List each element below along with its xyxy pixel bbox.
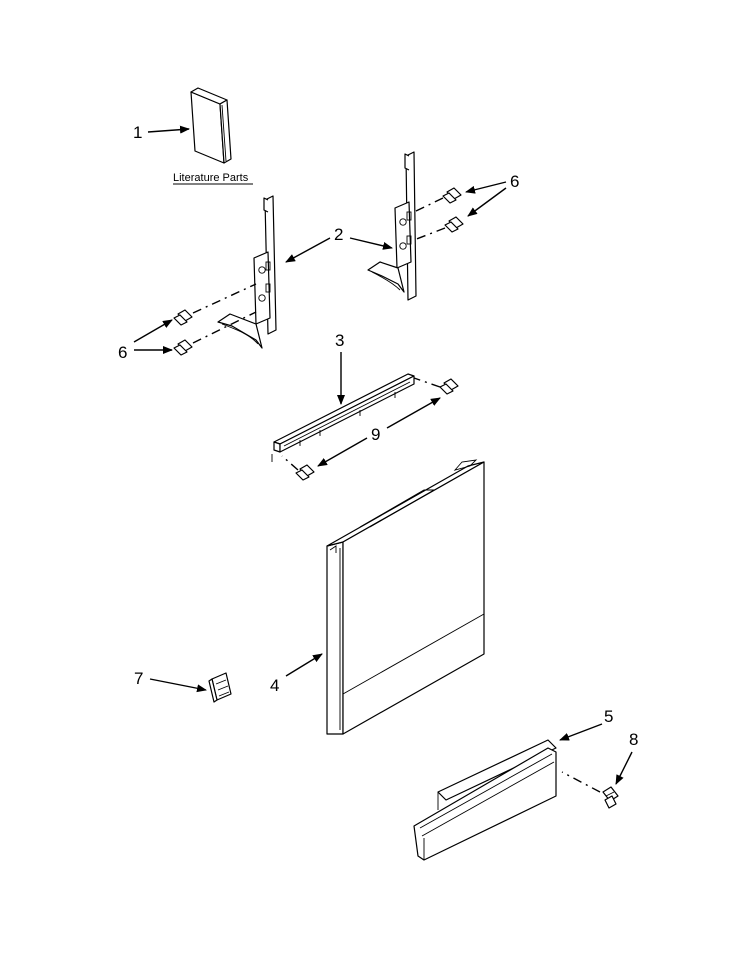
screw-path-toe-panel [561,771,601,793]
screw-path-right-upper [413,197,444,213]
leader-1 [147,125,190,134]
rail-screw-left [295,464,315,481]
screw-path-right-lower [413,227,446,241]
callout-7: 7 [134,669,143,688]
door-clip [208,672,232,703]
toe-panel-screw [602,786,619,809]
leader-7 [149,678,207,693]
toe-panel [413,739,557,861]
callout-5: 5 [604,707,613,726]
leader-2-right [349,237,393,250]
callout-9: 9 [371,425,380,444]
hinge-screw-left-lower [173,339,193,356]
leader-6-right-upper [465,181,507,194]
literature-booklet [190,87,232,164]
callout-6-right: 6 [510,172,519,191]
hinge-screw-right-lower [444,216,464,233]
callout-1: 1 [133,123,142,142]
screw-path-left-upper [192,283,257,314]
hinge-screw-left-upper [173,309,193,326]
hinge-bracket-right [367,151,417,301]
hinge-screw-right-upper [442,187,462,204]
callout-3: 3 [335,331,344,350]
leader-9-right [386,397,441,429]
rail-screw-path-right [413,377,441,388]
leader-4 [285,653,323,677]
callout-8: 8 [629,730,638,749]
hinge-bracket-left [217,195,277,349]
door-panel [326,459,485,735]
literature-caption: Literature Parts [173,172,249,184]
callout-2: 2 [334,225,343,244]
callout-4: 4 [270,676,279,695]
rail-screw-path-left [281,455,299,471]
screw-path-left-lower [192,311,257,344]
leader-8 [615,751,633,785]
leader-2-left [285,237,331,263]
leader-9-left [317,437,368,467]
leader-6-left-upper [133,319,173,343]
callout-6-left: 6 [118,343,127,362]
leader-5 [559,723,603,741]
leader-6-right-lower [467,187,507,217]
rail-screw-right [439,378,459,395]
top-rail [271,373,415,462]
